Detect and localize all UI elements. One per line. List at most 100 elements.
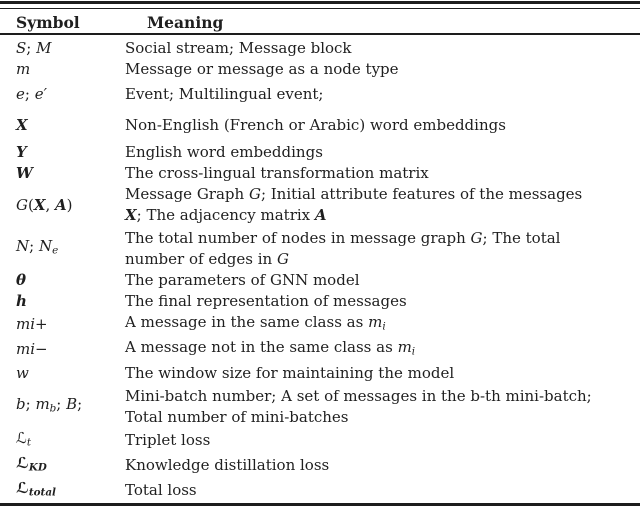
table-row: S; M Social stream; Message block	[0, 38, 640, 59]
table-row: h The final representation of messages	[0, 291, 640, 312]
math-segment: G	[16, 195, 28, 214]
math-segment: )	[66, 195, 73, 214]
math-segment: ℒ	[16, 453, 29, 472]
math-segment: G	[276, 250, 289, 268]
column-header-meaning: Meaning	[147, 13, 224, 32]
math-segment: ; The total	[482, 229, 561, 247]
meaning-cell: The cross-lingual transformation matrix	[125, 163, 638, 184]
math-segment: The window size for maintaining the mode…	[125, 363, 455, 382]
math-segment: ;	[29, 237, 39, 256]
math-segment: (	[27, 195, 34, 214]
symbol-cell: h	[16, 291, 125, 312]
math-segment: Y	[16, 143, 27, 161]
math-segment: ;	[25, 394, 36, 413]
table-body: S; M Social stream; Message block m Mess…	[0, 38, 640, 503]
meaning-cell: The total number of nodes in message gra…	[125, 228, 638, 270]
meaning-cell: Message or message as a node type	[125, 59, 638, 80]
math-segment: Mini-batch number; A set of messages in …	[125, 386, 592, 405]
math-segment: A	[55, 195, 67, 214]
math-segment: ; The adjacency matrix	[136, 206, 315, 224]
table-row: W The cross-lingual transformation matri…	[0, 163, 640, 184]
symbol-cell: X	[16, 115, 125, 136]
math-segment: mi	[16, 340, 36, 359]
symbol-cell: Y	[16, 142, 125, 163]
math-segment: English word embeddings	[125, 143, 323, 161]
column-header-symbol: Symbol	[16, 13, 80, 32]
math-segment: X	[33, 195, 46, 214]
math-segment: ;	[26, 39, 37, 57]
math-segment: Event; Multilingual event;	[125, 85, 324, 103]
symbol-cell: W	[16, 163, 125, 184]
symbol-cell: G(X, A)	[16, 195, 125, 216]
meaning-cell: English word embeddings	[125, 142, 638, 163]
table-row: mi− A message not in the same class as m…	[0, 337, 640, 362]
table-row: m Message or message as a node type	[0, 59, 640, 80]
symbol-cell: θ	[16, 270, 125, 291]
math-segment: S	[16, 39, 27, 57]
meaning-cell: A message in the same class as mi	[125, 312, 638, 337]
math-segment: Knowledge distillation loss	[125, 455, 330, 474]
meaning-cell: Message Graph G; Initial attribute featu…	[125, 184, 638, 226]
table-row: w The window size for maintaining the mo…	[0, 363, 640, 384]
symbol-cell: N; Ne	[16, 236, 125, 261]
symbol-cell: ℒKD	[16, 453, 125, 478]
math-segment: Total number of mini-batches	[125, 407, 349, 426]
table-row: ℒKD Knowledge distillation loss	[0, 453, 640, 478]
meaning-cell: Event; Multilingual event;	[125, 84, 638, 105]
math-segment: ′	[43, 85, 48, 103]
symbol-cell: m	[16, 59, 125, 80]
math-segment: Message or message as a node type	[125, 60, 399, 78]
math-segment: N	[16, 237, 30, 256]
meaning-cell: A message not in the same class as mi	[125, 337, 638, 362]
table-row: G(X, A) Message Graph G; Initial attribu…	[0, 184, 640, 226]
symbol-cell: e; e′	[16, 84, 125, 105]
math-segment: total	[28, 486, 56, 499]
symbol-cell: w	[16, 363, 125, 384]
symbol-cell: mi−	[16, 339, 125, 360]
table-row: N; Ne The total number of nodes in messa…	[0, 228, 640, 270]
math-segment: θ	[16, 271, 27, 289]
math-segment: −	[35, 340, 48, 359]
math-segment: The final representation of messages	[125, 292, 407, 310]
table-row: X Non-English (French or Arabic) word em…	[0, 115, 640, 136]
math-segment: i	[382, 320, 386, 333]
symbol-cell: b; mb; B;	[16, 394, 125, 419]
math-segment: e	[52, 244, 59, 257]
math-segment: ℒ	[16, 479, 29, 498]
table-top-rule-secondary	[0, 7, 640, 9]
math-segment: m	[16, 60, 31, 78]
table-row: θ The parameters of GNN model	[0, 270, 640, 291]
math-segment: b	[49, 402, 57, 415]
math-segment: B	[66, 394, 78, 413]
math-segment: Social stream; Message block	[125, 39, 352, 57]
meaning-cell: Total loss	[125, 480, 638, 501]
table-header-rule	[0, 33, 640, 35]
table-bottom-rule	[0, 503, 640, 506]
math-segment: G	[470, 229, 483, 247]
symbol-cell: S; M	[16, 38, 125, 59]
math-segment: A message not in the same class as	[125, 338, 398, 357]
math-segment: X	[16, 116, 28, 134]
math-segment: KD	[28, 461, 47, 474]
math-segment: +	[35, 315, 48, 334]
math-segment: ,	[45, 195, 56, 214]
math-segment: X	[125, 206, 137, 224]
math-segment: W	[16, 164, 33, 182]
meaning-cell: Non-English (French or Arabic) word embe…	[125, 115, 638, 136]
math-segment: h	[16, 292, 27, 310]
meaning-cell: The window size for maintaining the mode…	[125, 363, 638, 384]
math-segment: e	[16, 85, 25, 103]
math-segment: ;	[56, 394, 67, 413]
math-segment: G	[248, 185, 261, 203]
meaning-cell: Knowledge distillation loss	[125, 455, 638, 476]
meaning-cell: The parameters of GNN model	[125, 270, 638, 291]
math-segment: m	[368, 313, 383, 331]
table-row: ℒt Triplet loss	[0, 428, 640, 453]
math-segment: ; Initial attribute features of the mess…	[260, 185, 583, 203]
math-segment: t	[26, 435, 31, 448]
math-segment: m	[35, 394, 50, 413]
math-segment: The parameters of GNN model	[125, 271, 360, 289]
math-segment: e	[34, 85, 44, 103]
math-segment: Non-English (French or Arabic) word embe…	[125, 116, 506, 134]
